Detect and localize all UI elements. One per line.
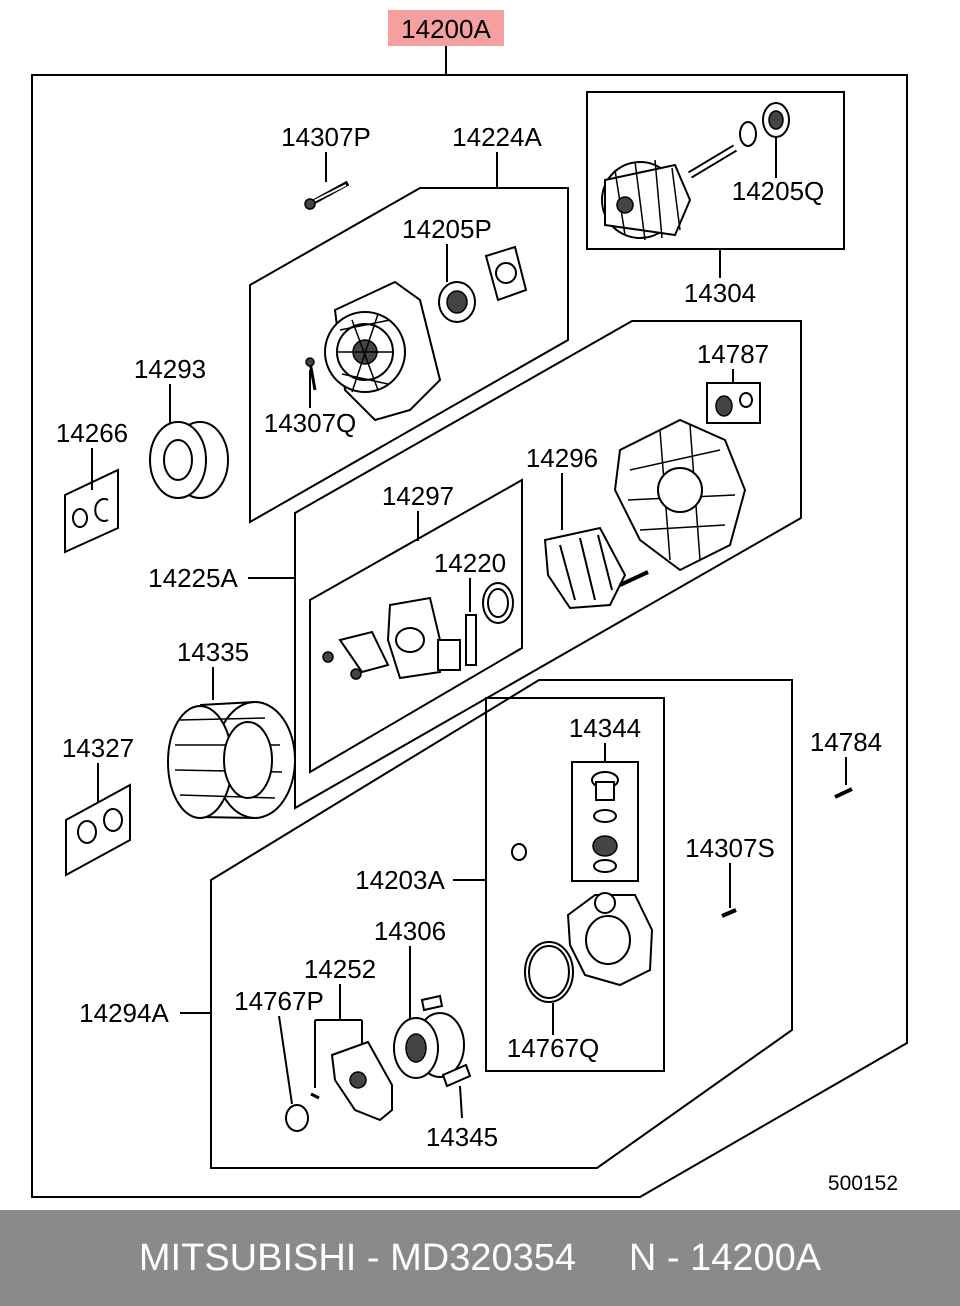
label-14787: 14787	[697, 339, 769, 369]
bearings-14327	[77, 808, 123, 844]
brush-14220	[465, 614, 477, 666]
nut-14787	[715, 392, 753, 417]
exploded-parts-diagram: 14200A 14307P 14224A 14205P 14307Q	[31, 10, 908, 1198]
bearing-14205P	[438, 281, 476, 323]
panel-14294A	[210, 679, 793, 1169]
oring-14220	[482, 582, 514, 624]
rotor-part	[601, 144, 738, 241]
main-part-highlight	[388, 10, 504, 46]
label-14294A: 14294A	[79, 998, 169, 1028]
cover-14252	[310, 1040, 393, 1122]
brush-holder-part	[322, 630, 390, 680]
plug-part	[511, 843, 527, 861]
panel-14344	[571, 761, 639, 882]
label-14296: 14296	[526, 443, 598, 473]
label-14297: 14297	[382, 481, 454, 511]
label-14266: 14266	[56, 418, 128, 448]
label-14345: 14345	[426, 1122, 498, 1152]
label-14252: 14252	[304, 954, 376, 984]
label-14344: 14344	[569, 713, 641, 743]
label-14205Q: 14205Q	[732, 176, 825, 206]
regulator-part	[386, 596, 461, 680]
panel-14297	[309, 478, 523, 774]
panel-14327	[65, 783, 131, 877]
label-14293: 14293	[134, 354, 206, 384]
panel-14304	[586, 91, 845, 250]
plate-retainer	[484, 245, 528, 302]
panel-14224A	[249, 187, 569, 524]
bearing-pair-14205Q	[739, 102, 790, 147]
footer-part-number: MD320354	[390, 1236, 577, 1279]
label-14304: 14304	[684, 278, 756, 308]
label-14767P: 14767P	[234, 986, 324, 1016]
label-14327: 14327	[62, 733, 134, 763]
rectifier-14296	[543, 526, 649, 610]
bolt-14784	[834, 787, 853, 799]
diagram-code: 500152	[828, 1172, 898, 1195]
label-14307Q: 14307Q	[264, 408, 357, 438]
outer-frame	[31, 74, 908, 1198]
nut-washer-14266	[72, 498, 109, 528]
part-info-footer: MITSUBISHI - MD320354 N - 14200A	[0, 1210, 960, 1306]
valve-parts-14344	[591, 771, 619, 873]
pulley-14293	[149, 421, 229, 499]
label-14205P: 14205P	[402, 214, 492, 244]
label-14307S: 14307S	[685, 833, 775, 863]
label-14307P: 14307P	[281, 122, 371, 152]
vacuum-pump-part	[566, 892, 654, 987]
gasket-14345	[441, 1063, 472, 1088]
panel-14787	[706, 382, 761, 424]
label-14225A: 14225A	[148, 563, 238, 593]
label-14335: 14335	[177, 637, 249, 667]
bolt-14307P	[304, 180, 350, 210]
label-14784: 14784	[810, 727, 882, 757]
label-14220: 14220	[434, 548, 506, 578]
screw-14307S	[721, 908, 737, 918]
footer-ref-code: 14200A	[690, 1236, 822, 1279]
oring-14767Q	[524, 941, 574, 1003]
screw-14307Q	[305, 357, 317, 391]
label-14203A: 14203A	[355, 865, 445, 895]
main-part-label: 14200A	[401, 14, 491, 44]
panel-14203A	[485, 697, 665, 1072]
label-14224A: 14224A	[452, 122, 542, 152]
front-bracket-part	[324, 280, 442, 422]
footer-separator-1: -	[356, 1236, 391, 1279]
footer-gap	[576, 1237, 629, 1280]
pump-housing-14306	[393, 994, 465, 1079]
panel-14266	[64, 468, 119, 554]
footer-ref-prefix: N	[628, 1236, 657, 1279]
label-14767Q: 14767Q	[507, 1033, 600, 1063]
oring-14767P	[285, 1104, 309, 1132]
footer-brand: MITSUBISHI	[138, 1236, 357, 1279]
label-14306: 14306	[374, 916, 446, 946]
rear-bracket-part	[613, 418, 747, 572]
footer-separator-2: -	[656, 1236, 691, 1279]
stator-14335	[167, 701, 296, 819]
